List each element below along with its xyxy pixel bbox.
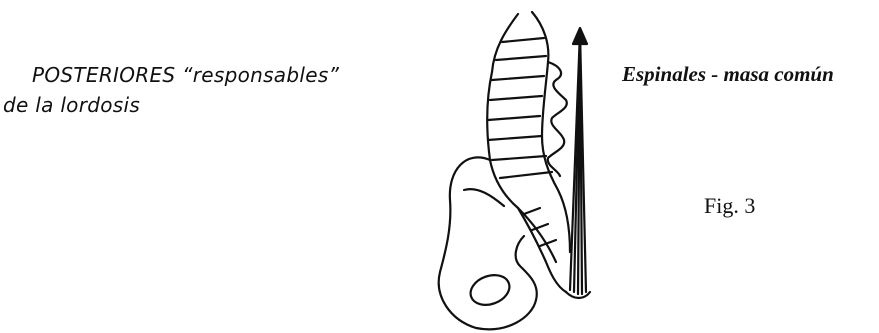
sacrum-segment-1	[524, 208, 540, 214]
vertebra-line-2	[496, 56, 546, 60]
spine-pelvis-drawing	[420, 0, 620, 333]
obturator-foramen	[466, 270, 513, 310]
vertebra-line-8	[500, 172, 552, 178]
caption-posteriores: POSTERIORES “responsables” de la lordosi…	[3, 60, 339, 120]
ilium-inner-line	[464, 189, 504, 206]
spinous-processes	[548, 62, 567, 176]
sacrum	[518, 208, 566, 292]
vertebra-line-1	[502, 38, 544, 42]
vertebra-line-5	[488, 116, 540, 120]
vertebra-line-4	[490, 96, 542, 100]
vertebra-line-6	[488, 136, 542, 140]
figure-label: Fig. 3	[704, 193, 755, 219]
arrowhead-icon	[573, 28, 587, 44]
muscle-label: Espinales - masa común	[622, 62, 834, 87]
ilium-outline	[439, 157, 537, 329]
spine-posterior-outline	[532, 12, 570, 252]
caption-line-2: de la lordosis	[3, 90, 339, 120]
vertebra-line-3	[492, 76, 544, 80]
caption-line-1: POSTERIORES “responsables”	[3, 60, 339, 90]
vertebra-line-7	[492, 156, 546, 160]
